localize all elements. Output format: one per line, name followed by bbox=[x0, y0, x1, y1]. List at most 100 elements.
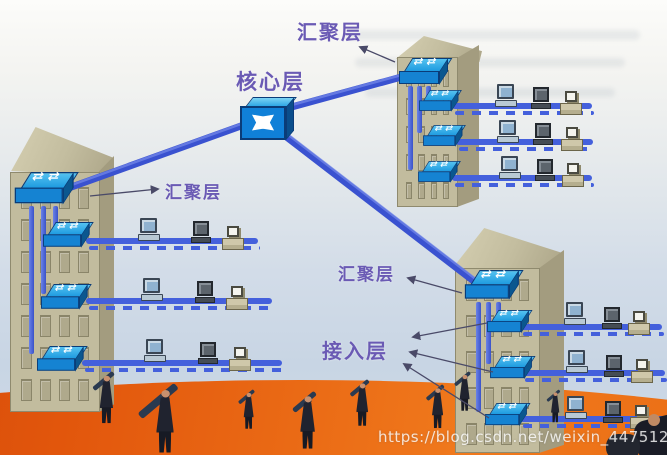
switch-arrows-glyph: ⇄ ⇄ bbox=[55, 219, 81, 231]
sky-ghost-streak bbox=[365, 88, 615, 97]
riser-cable bbox=[408, 86, 413, 170]
person-telescope bbox=[237, 389, 257, 430]
core-layer-label: 核心层 bbox=[236, 70, 305, 94]
switch-arrows-glyph: ⇄ ⇄ bbox=[411, 55, 439, 68]
switch-face bbox=[485, 414, 520, 426]
switch-face bbox=[423, 135, 456, 146]
workstation-icon bbox=[561, 127, 585, 157]
foreground-person-partial bbox=[606, 434, 640, 455]
desktop-computer-icon bbox=[141, 278, 165, 308]
switch-face bbox=[43, 234, 82, 247]
switch-face bbox=[14, 187, 63, 204]
access-switch-icon: ⇄ ⇄ bbox=[487, 308, 536, 336]
access-bus bbox=[456, 139, 595, 151]
access-layer-label: 接入层 bbox=[322, 339, 388, 363]
riser-cable bbox=[486, 302, 491, 364]
riser-cable bbox=[41, 206, 46, 294]
aggregation-layer-label-right: 汇聚层 bbox=[338, 265, 395, 285]
switch-arrows-glyph: ⇄ ⇄ bbox=[498, 308, 521, 318]
desktop-computer-icon bbox=[565, 396, 589, 426]
switch-face bbox=[490, 367, 525, 379]
access-bus bbox=[86, 298, 274, 310]
monitor-icon bbox=[532, 123, 556, 153]
monitor-icon bbox=[197, 342, 221, 372]
sky-ghost-streak bbox=[355, 58, 625, 67]
access-bus bbox=[86, 238, 260, 250]
switch-face bbox=[487, 321, 522, 333]
core-switch-sideface bbox=[286, 97, 294, 140]
switch-arrows-glyph: ⇄ ⇄ bbox=[433, 123, 455, 133]
switch-arrows-glyph: ⇄ ⇄ bbox=[49, 343, 75, 355]
switch-arrows-glyph: ⇄ ⇄ bbox=[496, 401, 519, 411]
access-bus bbox=[522, 370, 667, 382]
sky-ghost-streak bbox=[345, 30, 640, 40]
desktop-computer-icon bbox=[495, 84, 519, 114]
person-telescope bbox=[291, 390, 320, 451]
desktop-computer-icon bbox=[564, 302, 588, 332]
desktop-computer-icon bbox=[144, 339, 168, 369]
workstation-icon bbox=[222, 226, 246, 256]
access-switch-icon: ⇄ ⇄ bbox=[423, 123, 469, 149]
core-switch-icon bbox=[240, 97, 298, 143]
access-switch-icon: ⇄ ⇄ bbox=[485, 401, 534, 429]
foreground-person-head bbox=[648, 414, 660, 426]
person-telescope bbox=[546, 389, 562, 424]
workstation-icon bbox=[560, 91, 584, 121]
access-bus bbox=[452, 103, 594, 115]
switch-face bbox=[464, 284, 509, 299]
left-building-side bbox=[99, 156, 114, 412]
switch-face bbox=[418, 171, 451, 182]
monitor-icon bbox=[530, 87, 554, 117]
access-switch-icon: ⇄ ⇄ bbox=[419, 88, 465, 114]
aggregation-layer-label-top: 汇聚层 bbox=[297, 20, 363, 44]
workstation-icon bbox=[631, 359, 655, 389]
switch-face bbox=[399, 71, 439, 84]
person-telescope bbox=[349, 379, 372, 428]
aggregation-switch-icon: ⇄ ⇄ bbox=[464, 267, 528, 303]
desktop-computer-icon bbox=[499, 156, 523, 186]
switch-face bbox=[419, 100, 452, 111]
workstation-icon bbox=[229, 347, 253, 377]
monitor-icon bbox=[603, 355, 627, 385]
monitor-icon bbox=[602, 401, 626, 431]
desktop-computer-icon bbox=[497, 120, 521, 150]
desktop-computer-icon bbox=[138, 218, 162, 248]
desktop-computer-icon bbox=[566, 350, 590, 380]
monitor-icon bbox=[534, 159, 558, 189]
person-telescope bbox=[425, 384, 447, 430]
access-switch-icon: ⇄ ⇄ bbox=[37, 343, 91, 375]
aggregation-switch-icon: ⇄ ⇄ bbox=[14, 169, 83, 208]
aggregation-switch-icon: ⇄ ⇄ bbox=[399, 55, 456, 88]
switch-arrows-glyph: ⇄ ⇄ bbox=[429, 88, 451, 98]
access-switch-icon: ⇄ ⇄ bbox=[490, 354, 539, 382]
switch-arrows-glyph: ⇄ ⇄ bbox=[501, 354, 524, 364]
core-switch-face bbox=[240, 106, 286, 140]
monitor-icon bbox=[601, 307, 625, 337]
person-telescope bbox=[92, 370, 118, 425]
watermark: https://blog.csdn.net/weixin_44751294 bbox=[378, 428, 667, 446]
access-bus bbox=[82, 360, 284, 372]
workstation-icon bbox=[562, 163, 586, 193]
riser-cable bbox=[29, 206, 34, 354]
switch-arrows-glyph: ⇄ ⇄ bbox=[30, 169, 62, 184]
switch-arrows-glyph: ⇄ ⇄ bbox=[53, 281, 79, 293]
switch-arrows-glyph: ⇄ ⇄ bbox=[479, 267, 508, 281]
access-bus bbox=[452, 175, 594, 187]
switch-face bbox=[41, 296, 80, 309]
switch-arrows-glyph: ⇄ ⇄ bbox=[428, 159, 450, 169]
access-switch-icon: ⇄ ⇄ bbox=[418, 159, 464, 185]
workstation-icon bbox=[226, 286, 250, 316]
person-telescope bbox=[453, 371, 473, 412]
person-telescope bbox=[137, 382, 180, 455]
aggregation-layer-label-left: 汇聚层 bbox=[165, 183, 222, 203]
monitor-icon bbox=[190, 221, 214, 251]
access-switch-icon: ⇄ ⇄ bbox=[41, 281, 95, 313]
access-bus bbox=[520, 324, 664, 336]
access-bus bbox=[520, 416, 667, 428]
monitor-icon bbox=[194, 281, 218, 311]
riser-cable bbox=[476, 302, 481, 412]
crossing-arrows-icon bbox=[251, 114, 275, 131]
riser-cable bbox=[53, 206, 58, 234]
switch-face bbox=[37, 358, 76, 371]
